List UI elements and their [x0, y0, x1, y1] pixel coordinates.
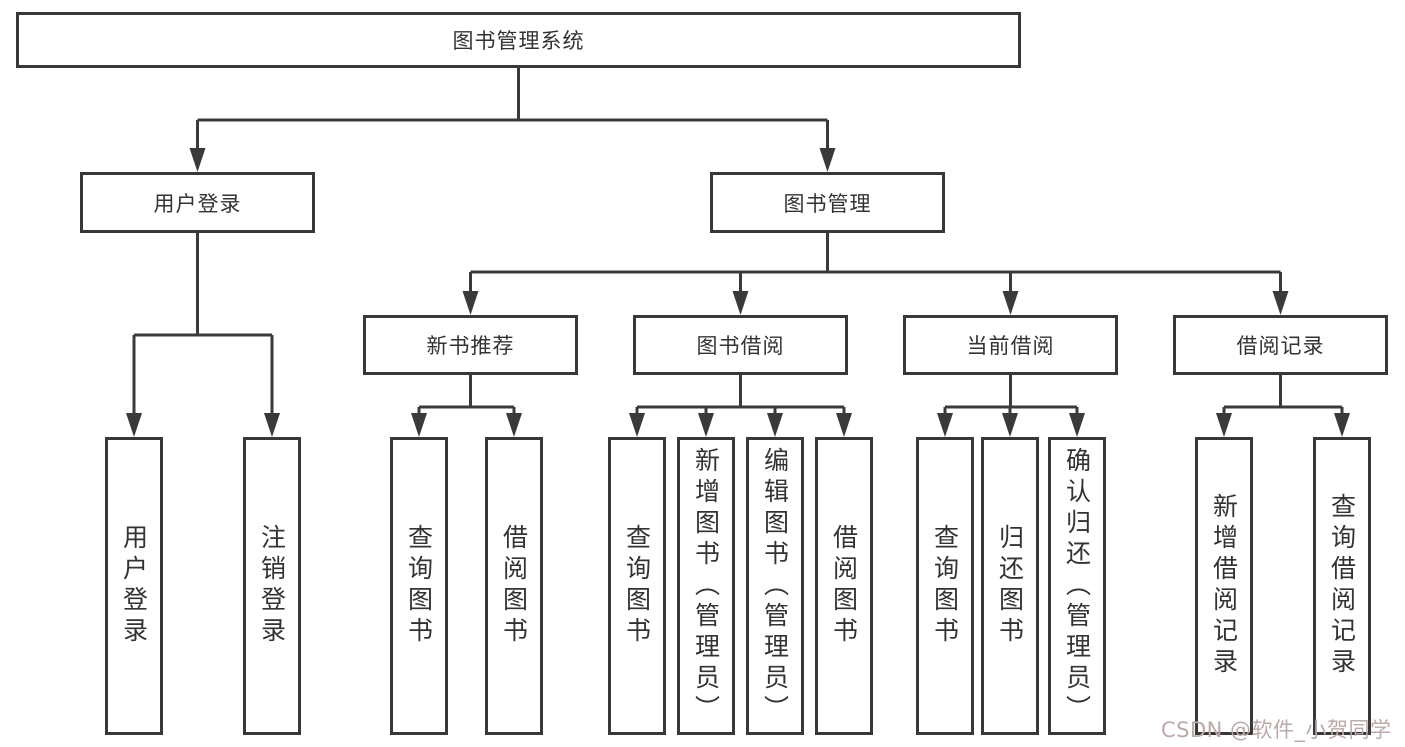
- connector-root-to-level2: [196, 68, 829, 152]
- node-label: 新书推荐: [426, 334, 515, 358]
- node-label: 用户登录: [119, 524, 149, 648]
- leaf-confirm-return-admin: 确认归还（管理员）: [1048, 437, 1106, 735]
- connector-current-to-leaves: [943, 375, 1079, 417]
- node-label: 注销登录: [257, 524, 287, 648]
- leaf-return-book: 归还图书: [981, 437, 1039, 735]
- arrow-icon: [1002, 413, 1018, 437]
- node-label: 归还图书: [995, 524, 1025, 648]
- arrow-icon: [126, 413, 142, 437]
- arrow-icon: [506, 413, 522, 437]
- node-label: 借阅记录: [1236, 334, 1325, 358]
- node-label: 图书管理: [783, 191, 872, 216]
- leaf-user-login: 用户登录: [105, 437, 163, 735]
- node-root: 图书管理系统: [16, 12, 1021, 68]
- node-label: 新增图书（管理员）: [691, 446, 721, 726]
- arrow-icon: [698, 413, 714, 437]
- arrow-icon: [264, 413, 280, 437]
- arrow-icon: [819, 148, 836, 172]
- leaf-query-books-recommend: 查询图书: [390, 437, 448, 735]
- leaf-query-borrow-record: 查询借阅记录: [1313, 437, 1371, 735]
- arrow-icon: [1002, 291, 1019, 315]
- node-label: 查询图书: [404, 524, 434, 648]
- connector-recommend-to-leaves: [417, 375, 516, 417]
- node-label: 借阅图书: [829, 524, 859, 648]
- node-book-management: 图书管理: [710, 172, 945, 233]
- arrow-icon: [411, 413, 427, 437]
- arrow-icon: [1334, 413, 1350, 437]
- arrow-icon: [732, 291, 749, 315]
- connector-login-to-leaves: [132, 233, 274, 417]
- node-user-login: 用户登录: [80, 172, 315, 233]
- node-label: 借阅图书: [499, 524, 529, 648]
- node-label: 用户登录: [153, 191, 242, 216]
- connector-borrow-to-leaves: [635, 375, 846, 417]
- arrow-icon: [189, 148, 206, 172]
- node-label: 编辑图书（管理员）: [760, 446, 790, 726]
- node-label: 查询图书: [930, 524, 960, 648]
- node-label: 图书借阅: [696, 334, 785, 358]
- leaf-add-borrow-record: 新增借阅记录: [1195, 437, 1253, 735]
- leaf-borrow-books-recommend: 借阅图书: [485, 437, 543, 735]
- node-label: 查询图书: [622, 524, 652, 648]
- leaf-edit-book-admin: 编辑图书（管理员）: [746, 437, 804, 735]
- node-new-book-recommend: 新书推荐: [363, 315, 578, 375]
- node-label: 当前借阅: [966, 334, 1055, 358]
- arrow-icon: [937, 413, 953, 437]
- node-label: 查询借阅记录: [1327, 493, 1357, 679]
- arrow-icon: [629, 413, 645, 437]
- arrow-icon: [767, 413, 783, 437]
- node-current-borrow: 当前借阅: [903, 315, 1118, 375]
- arrow-icon: [1069, 413, 1085, 437]
- connector-mgmt-to-level3: [469, 233, 1282, 295]
- arrow-icon: [462, 291, 479, 315]
- node-borrow-records: 借阅记录: [1173, 315, 1388, 375]
- leaf-borrow-books: 借阅图书: [815, 437, 873, 735]
- leaf-query-books-current: 查询图书: [916, 437, 974, 735]
- leaf-add-book-admin: 新增图书（管理员）: [677, 437, 735, 735]
- node-label: 新增借阅记录: [1209, 493, 1239, 679]
- node-label: 确认归还（管理员）: [1062, 446, 1092, 726]
- arrow-icon: [1216, 413, 1232, 437]
- watermark-text: CSDN @软件_小贺同学: [1161, 718, 1392, 742]
- node-label: 图书管理系统: [452, 29, 585, 53]
- node-book-borrow: 图书借阅: [633, 315, 848, 375]
- leaf-query-books-borrow: 查询图书: [608, 437, 666, 735]
- arrow-icon: [836, 413, 852, 437]
- arrow-icon: [1272, 291, 1289, 315]
- leaf-logout: 注销登录: [243, 437, 301, 735]
- connector-records-to-leaves: [1222, 375, 1344, 417]
